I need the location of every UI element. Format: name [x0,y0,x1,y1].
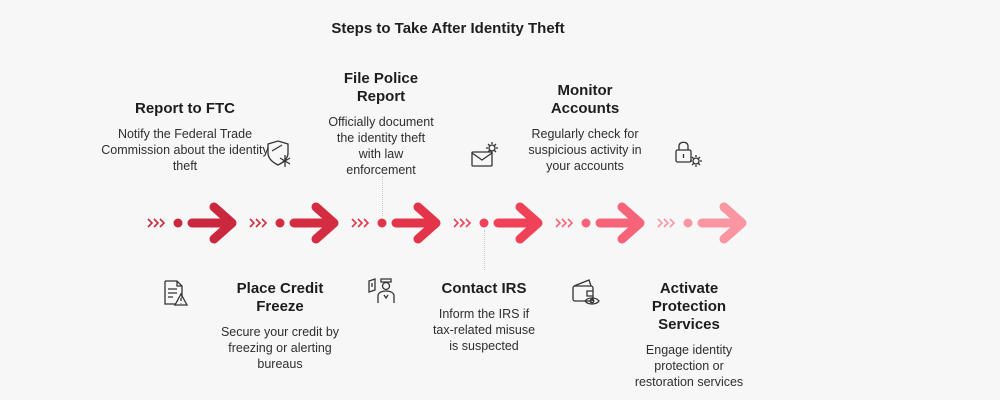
flow-dot-2 [275,218,285,228]
flow-segment-4 [453,202,543,244]
step-contact-irs: Contact IRS Inform the IRS if tax-relate… [399,280,569,354]
step-title: Monitor Accounts [550,82,620,117]
flow-arrow-4 [493,202,543,244]
step-description: Secure your credit by freezing or alerti… [220,325,340,371]
flow-arrow-2 [289,202,339,244]
chevron-trail-2 [249,218,268,228]
flow-segment-6 [657,202,747,244]
step-activate-protection: Activate Protection Services Engage iden… [604,280,774,390]
flow-dot-4 [479,218,489,228]
flow-arrow-3 [391,202,441,244]
step-file-police-report: File Police Report Officially document t… [296,70,466,178]
step-title: Place Credit Freeze [236,280,324,315]
step-description: Notify the Federal Trade Commission abou… [101,127,269,173]
connector-irs [484,230,485,270]
step-place-credit-freeze: Place Credit Freeze Secure your credit b… [195,280,365,372]
flow-segment-1 [147,202,237,244]
flow-dot-3 [377,218,387,228]
flow-dot-6 [683,218,693,228]
document-warning-icon [160,278,190,308]
envelope-gear-icon [470,140,500,170]
chevron-trail-1 [147,218,166,228]
chevron-trail-4 [453,218,472,228]
chevron-trail-3 [351,218,370,228]
diagram-title: Steps to Take After Identity Theft [331,20,565,37]
flow-segment-3 [351,202,441,244]
step-title: Report to FTC [135,100,235,117]
flow-segment-5 [555,202,645,244]
chevron-trail-5 [555,218,574,228]
flow-arrow-5 [595,202,645,244]
step-description: Regularly check for suspicious activity … [528,127,642,173]
step-title: Contact IRS [441,280,527,297]
step-title: Activate Protection Services [651,280,727,333]
shield-snowflake-icon [264,139,294,169]
wallet-eye-icon [571,277,601,307]
lock-gear-icon [673,139,703,169]
chevron-trail-6 [657,218,676,228]
step-title: File Police Report [343,70,419,105]
flow-arrow-1 [187,202,237,244]
police-officer-icon [367,275,397,305]
flow-segment-2 [249,202,339,244]
flow-arrow-6 [697,202,747,244]
connector-police [382,176,383,216]
step-description: Officially document the identity theft w… [328,115,434,177]
step-description: Inform the IRS if tax-related misuse is … [432,307,536,353]
flow-dot-1 [173,218,183,228]
flow-dot-5 [581,218,591,228]
step-monitor-accounts: Monitor Accounts Regularly check for sus… [500,82,670,174]
step-description: Engage identity protection or restoratio… [634,343,744,389]
step-report-ftc: Report to FTC Notify the Federal Trade C… [100,100,270,174]
